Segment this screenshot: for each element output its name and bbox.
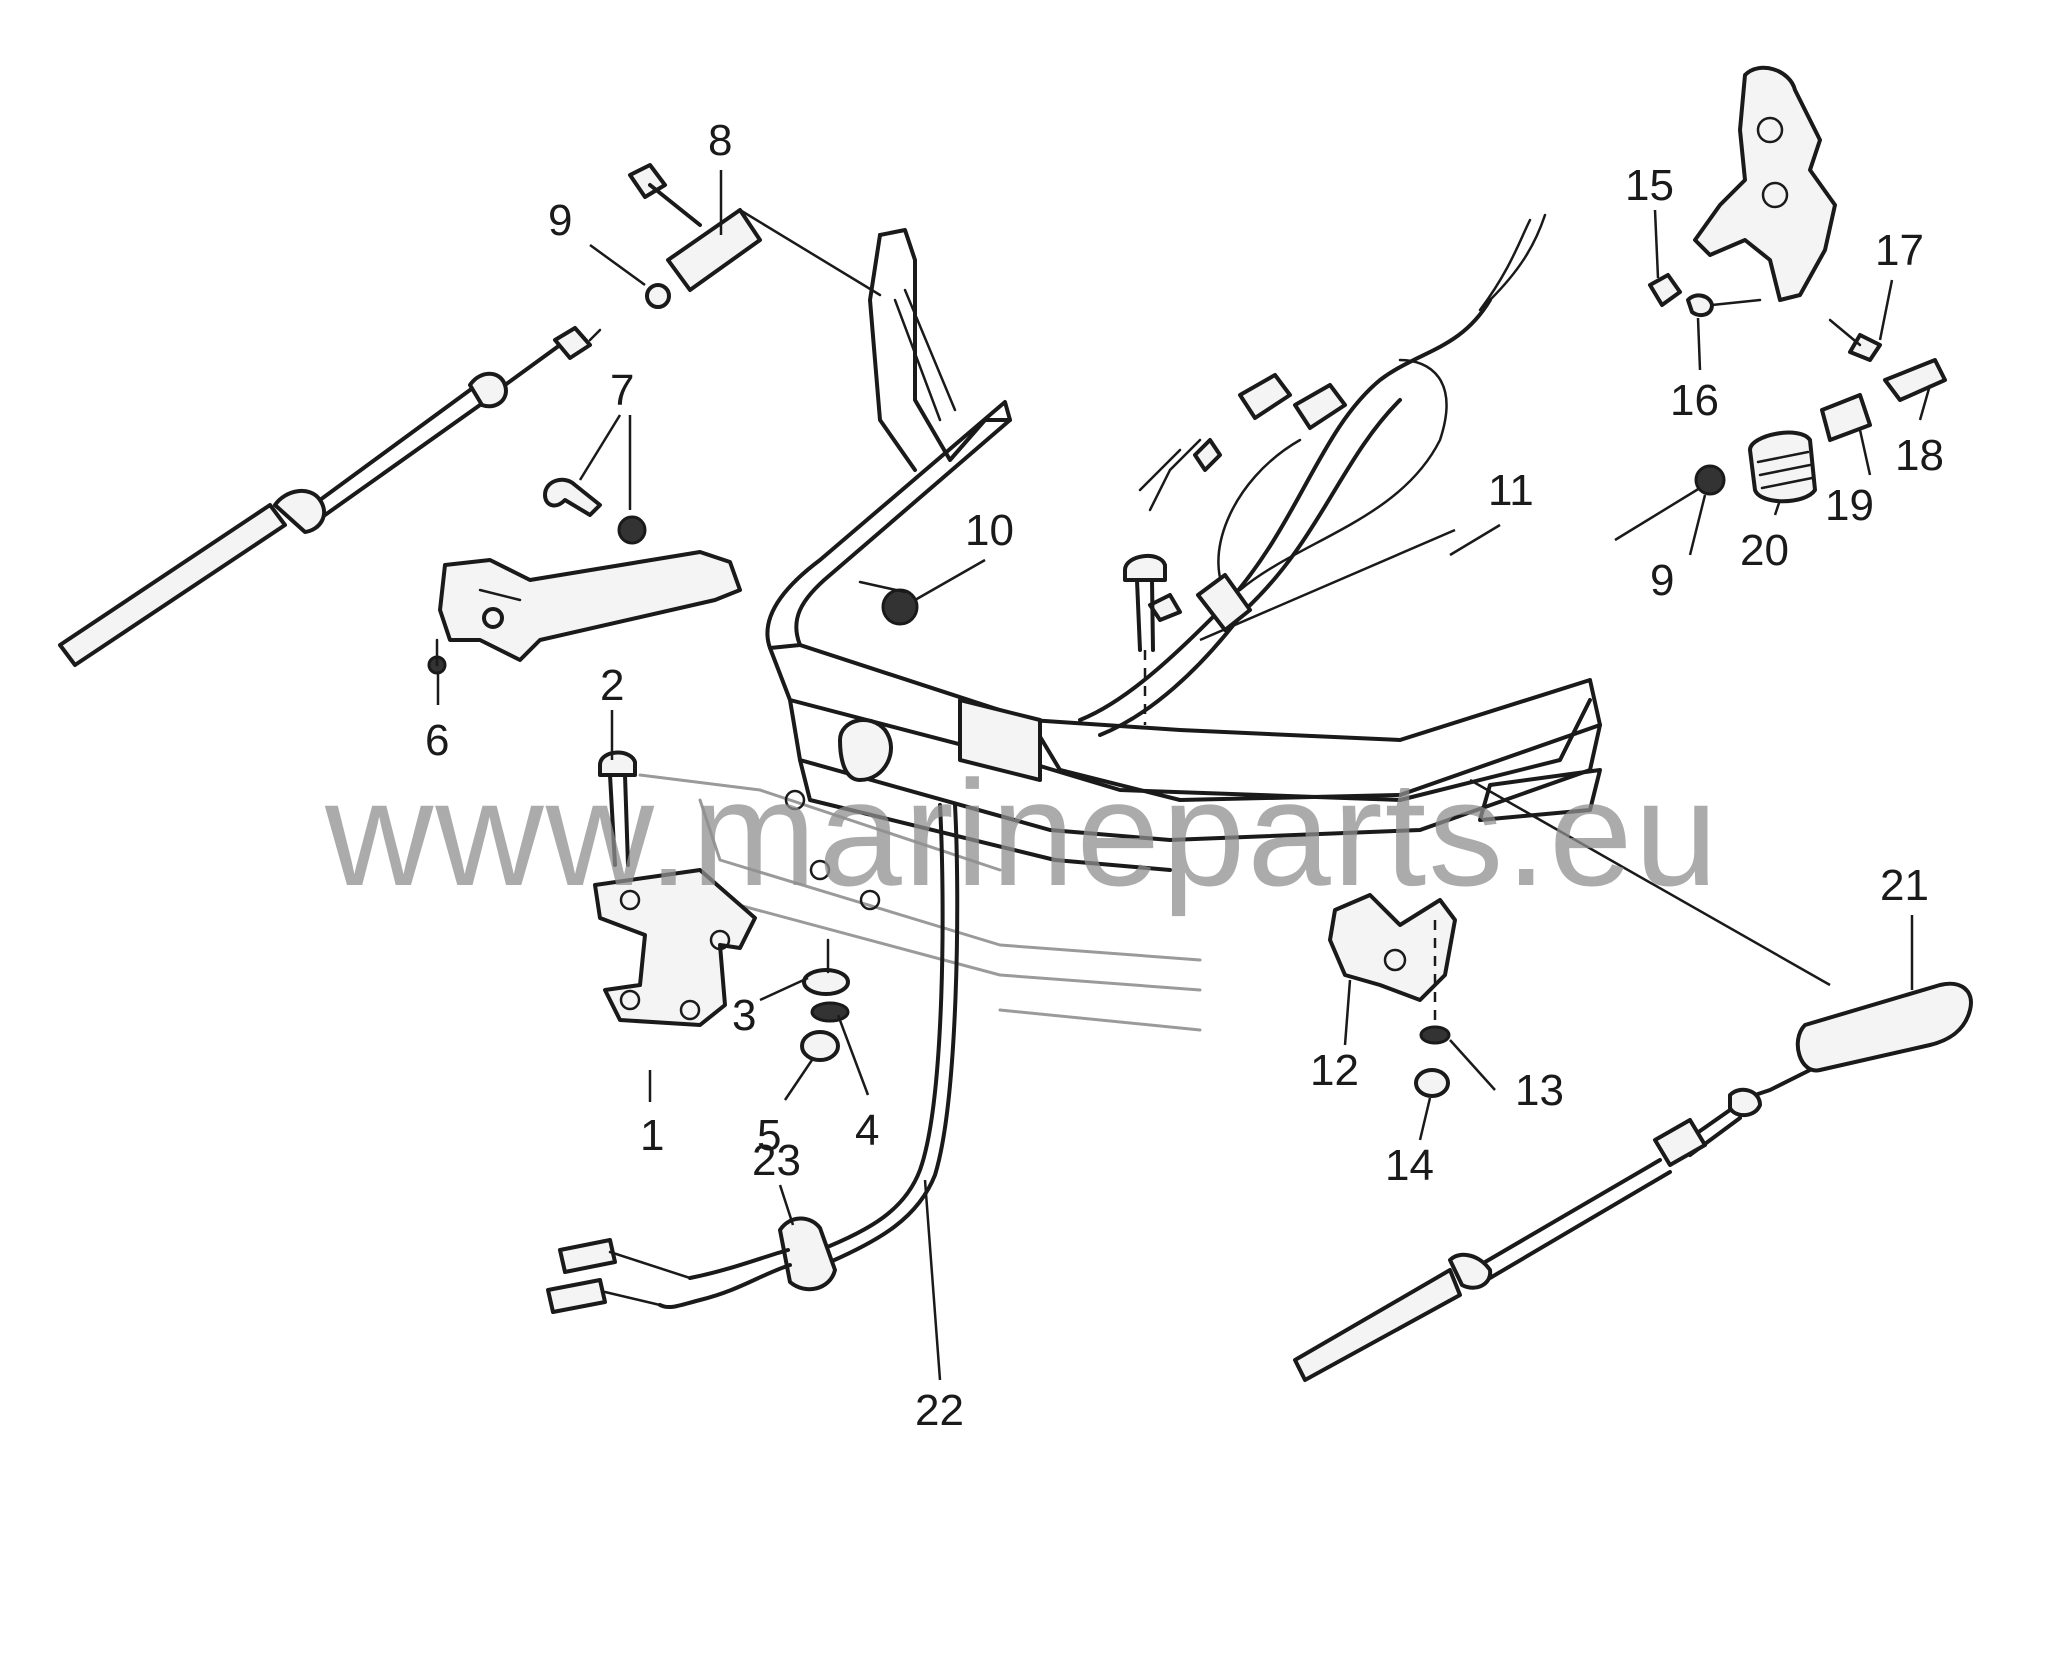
- callout-23: 23: [752, 1136, 801, 1185]
- callout-16: 16: [1670, 376, 1719, 425]
- throttle-cable-left: [58, 326, 602, 667]
- callout-21: 21: [1880, 861, 1929, 910]
- callout-22: 22: [915, 1386, 964, 1435]
- callout-8: 8: [708, 116, 732, 165]
- callout-5: 5: [757, 1111, 781, 1160]
- callout-19: 19: [1825, 481, 1874, 530]
- part-11-bolt: [1123, 553, 1167, 725]
- part-21-throttle-grip-cable: [1293, 778, 1973, 1382]
- callout-6: 6: [425, 716, 449, 765]
- callout-7: 7: [610, 366, 634, 415]
- part-10-nut: [858, 580, 919, 626]
- callout-17: 17: [1875, 226, 1924, 275]
- callout-18: 18: [1895, 431, 1944, 480]
- callout-labels: 1 2 3 4 5 6 7 8 9 10 11 12 13 14 15 16 1…: [425, 116, 1944, 1435]
- callout-1: 1: [640, 1111, 664, 1160]
- callout-12: 12: [1310, 1046, 1359, 1095]
- part-6-bracket-arm: [427, 550, 742, 675]
- callout-11: 11: [1488, 466, 1534, 515]
- right-lever-bracket: [1614, 65, 1947, 542]
- part-22-stop-cable: [546, 803, 960, 1314]
- callout-15: 15: [1625, 161, 1674, 210]
- callout-4: 4: [855, 1106, 879, 1155]
- bracket-frame: [638, 228, 1602, 1032]
- callout-10: 10: [965, 506, 1014, 555]
- callout-leaders: [436, 170, 1932, 1381]
- callout-9-right: 9: [1650, 556, 1674, 605]
- part-7-screws: [543, 477, 647, 545]
- callout-9-left: 9: [548, 196, 572, 245]
- part-1-bracket: [593, 750, 757, 1027]
- parts-3-4-5-washers: [800, 938, 850, 1062]
- callout-20: 20: [1740, 526, 1789, 575]
- watermark-text: www.marineparts.eu: [324, 749, 1720, 917]
- part-8-cable-joint: [628, 163, 882, 309]
- callout-3: 3: [732, 991, 756, 1040]
- part-12-clip: [1328, 893, 1457, 1098]
- callout-13: 13: [1515, 1066, 1564, 1115]
- callout-2: 2: [600, 661, 624, 710]
- callout-14: 14: [1385, 1141, 1434, 1190]
- wiring-harness: [1078, 213, 1547, 737]
